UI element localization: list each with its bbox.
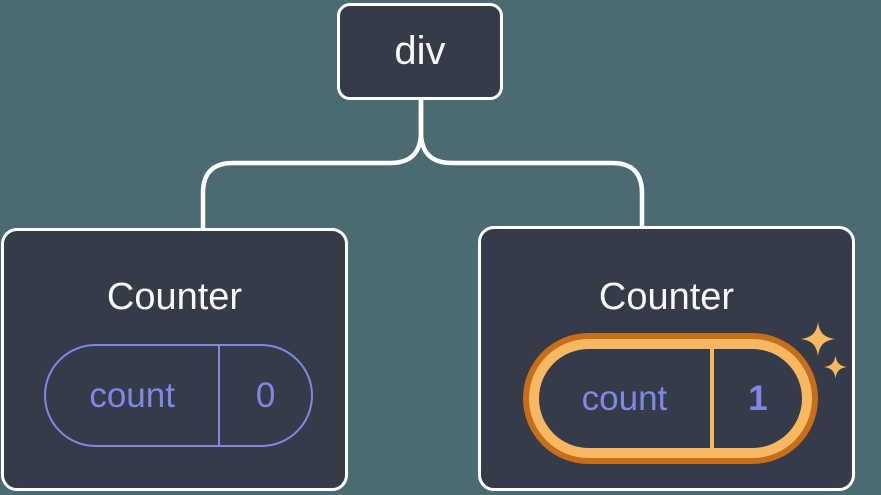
state-value-cell: 1 xyxy=(709,349,802,448)
sparkle-small xyxy=(824,355,847,379)
component-title: Counter xyxy=(598,276,735,318)
connector-right-branch xyxy=(418,100,645,230)
state-value-cell: 0 xyxy=(218,346,311,445)
connector-left-branch xyxy=(200,100,424,230)
state-highlight-ring-inner: count 1 xyxy=(529,339,812,458)
root-node: div xyxy=(337,3,503,100)
root-node-label: div xyxy=(394,29,446,73)
state-key-cell: count xyxy=(581,378,668,418)
sparkles-icon xyxy=(801,322,847,379)
state-pill: count 0 xyxy=(44,344,313,447)
state-pill: count 1 xyxy=(539,349,802,448)
state-highlight-ring: count 1 xyxy=(523,333,818,464)
component-title: Counter xyxy=(106,276,243,318)
component-card-counter-1: Counter count 1 xyxy=(478,226,855,491)
state-key-cell: count xyxy=(89,375,175,415)
sparkle-large xyxy=(801,322,835,356)
component-card-counter-0: Counter count 0 xyxy=(1,228,348,491)
